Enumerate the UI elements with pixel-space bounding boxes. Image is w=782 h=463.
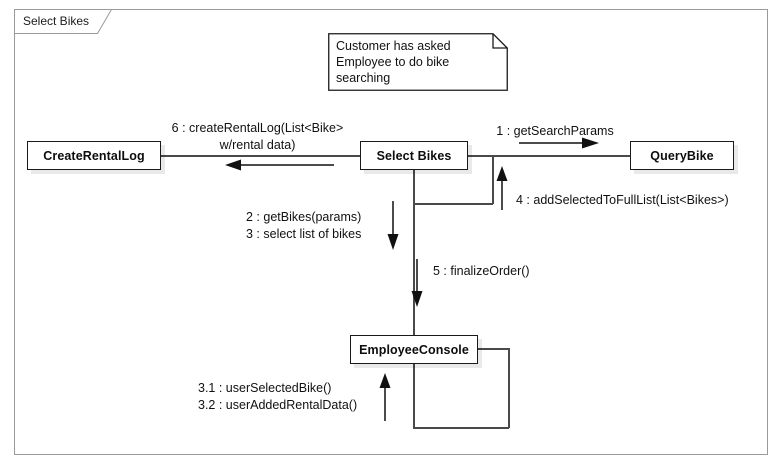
- message-arrow-4: [496, 166, 508, 210]
- object-box-querybike[interactable]: QueryBike: [630, 141, 734, 170]
- link-selectbikes-self-bottom: [414, 203, 493, 205]
- object-label-selectbikes: Select Bikes: [376, 148, 452, 163]
- object-box-createrentallog[interactable]: CreateRentalLog: [27, 141, 161, 170]
- link-employeeconsole-self-bottom: [413, 427, 509, 429]
- frame-tab: Select Bikes: [14, 9, 113, 34]
- message-label-1: 1 : getSearchParams: [496, 124, 614, 138]
- object-box-employeeconsole[interactable]: EmployeeConsole: [350, 335, 478, 364]
- message-label-5: 5 : finalizeOrder(): [433, 264, 530, 278]
- object-label-createrentallog: CreateRentalLog: [43, 148, 145, 163]
- frame-tab-shape: [14, 9, 113, 34]
- message-label-2-3: 2 : getBikes(params) 3 : select list of …: [246, 210, 362, 241]
- link-selectbikes-querybike: [468, 155, 630, 157]
- uml-frame: [14, 9, 768, 455]
- link-employeeconsole-self-left: [413, 364, 415, 428]
- link-selectbikes-self-right: [492, 156, 494, 204]
- message-label-3-1-3-2: 3.1 : userSelectedBike() 3.2 : userAdded…: [198, 381, 358, 412]
- link-employeeconsole-self-top: [478, 348, 509, 350]
- message-arrow-3-1-3-2: [379, 373, 391, 421]
- object-label-employeeconsole: EmployeeConsole: [359, 342, 469, 357]
- link-employeeconsole-self-right: [508, 348, 510, 428]
- object-label-querybike: QueryBike: [650, 148, 714, 163]
- note-shape: [328, 33, 508, 91]
- link-createrentallog-selectbikes: [161, 155, 360, 157]
- note-text: Customer has asked Employee to do bike s…: [336, 39, 451, 85]
- message-arrow-5: [411, 259, 423, 307]
- message-label-4: 4 : addSelectedToFullList(List<Bikes>): [516, 193, 729, 207]
- message-label-6: 6 : createRentalLog(List<Bike> w/rental …: [171, 121, 344, 152]
- message-arrow-6: [225, 159, 334, 171]
- message-arrow-2-3: [387, 201, 399, 250]
- note-comment: Customer has asked Employee to do bike s…: [328, 33, 508, 91]
- frame-tab-label: Select Bikes: [23, 14, 90, 28]
- link-selectbikes-employeeconsole: [413, 170, 415, 335]
- message-arrow-1: [519, 137, 599, 149]
- object-box-selectbikes[interactable]: Select Bikes: [360, 141, 468, 170]
